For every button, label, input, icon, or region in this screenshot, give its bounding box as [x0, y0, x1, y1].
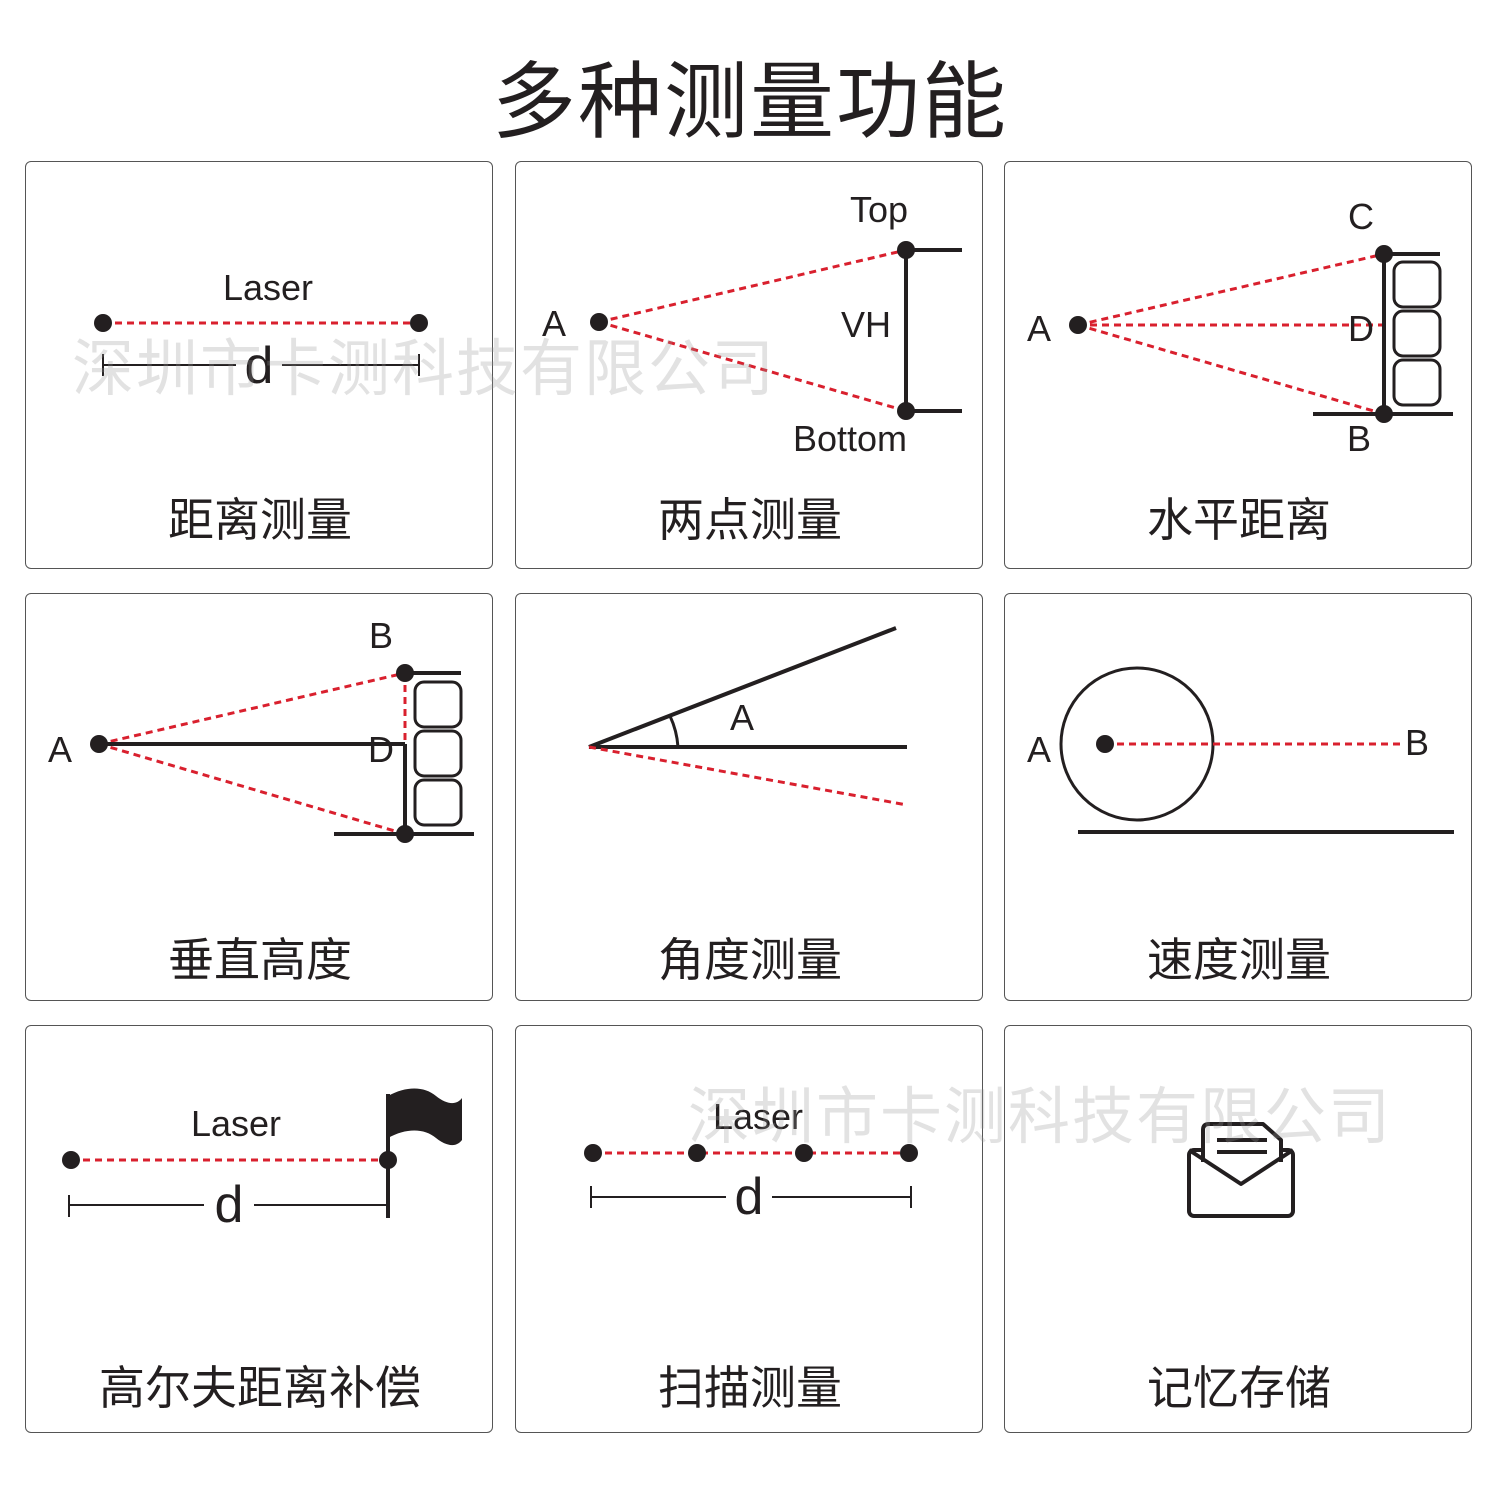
top-label: Top — [850, 189, 908, 230]
envelope-letter-icon — [1187, 1122, 1295, 1218]
golf-diagram: Laser d — [62, 1088, 462, 1234]
a-label: A — [1027, 308, 1051, 349]
laser-label: Laser — [713, 1096, 803, 1137]
card-vertical-height: B A D 垂直高度 — [25, 593, 493, 1001]
point-a — [1096, 735, 1114, 753]
card-label: 两点测量 — [658, 493, 842, 547]
memory-diagram — [1187, 1122, 1295, 1218]
point-start — [62, 1151, 80, 1169]
card-label: 距离测量 — [168, 493, 352, 547]
card-label: 高尔夫距离补偿 — [99, 1361, 421, 1415]
vertical-height-diagram: B A D — [48, 615, 474, 843]
point-3 — [795, 1144, 813, 1162]
d-label: D — [368, 729, 394, 770]
block-2 — [1392, 309, 1442, 358]
a-label: A — [542, 303, 566, 344]
a-label: A — [48, 729, 72, 770]
card-two-point-measurement: Top A VH Bottom 两点测量 — [515, 161, 983, 569]
distance-d-label: d — [245, 337, 274, 395]
point-end — [410, 314, 428, 332]
a-label: A — [1027, 729, 1051, 770]
angle-a-label: A — [730, 697, 754, 738]
point-flag — [379, 1151, 397, 1169]
card-golf-distance-compensation: Laser d 高尔夫距离补偿 — [25, 1025, 493, 1433]
page-title: 多种测量功能 — [491, 53, 1008, 151]
card-memory-storage: 记忆存储 — [1004, 1025, 1472, 1433]
point-a — [590, 313, 608, 331]
point-4 — [900, 1144, 918, 1162]
point-a — [1069, 316, 1087, 334]
two-point-diagram: Top A VH Bottom — [542, 189, 962, 459]
angle-arc — [668, 715, 680, 748]
flag-icon — [388, 1088, 462, 1146]
horizontal-distance-diagram: C A D B — [1027, 196, 1453, 459]
laser-label: Laser — [191, 1103, 281, 1144]
card-label: 角度测量 — [658, 933, 842, 987]
distance-diagram: Laser d — [94, 267, 428, 395]
block-1 — [1392, 260, 1442, 309]
card-label: 垂直高度 — [168, 933, 352, 987]
b-label: B — [1347, 418, 1371, 459]
point-top — [897, 241, 915, 259]
speed-diagram: A B — [1027, 666, 1454, 834]
card-label: 扫描测量 — [658, 1361, 842, 1415]
laser-label: Laser — [223, 267, 313, 308]
distance-d-label: d — [215, 1176, 244, 1234]
bottom-label: Bottom — [793, 418, 907, 459]
point-bottom — [897, 402, 915, 420]
b-label: B — [369, 615, 393, 656]
card-angle-measurement: A 角度测量 — [515, 593, 983, 1001]
card-distance-measurement: Laser d 距离测量 — [25, 161, 493, 569]
card-speed-measurement: A B 速度测量 — [1004, 593, 1472, 1001]
block-1 — [413, 680, 463, 729]
point-c — [1375, 245, 1393, 263]
point-2 — [688, 1144, 706, 1162]
block-3 — [1392, 358, 1442, 407]
point-1 — [584, 1144, 602, 1162]
vh-label: VH — [841, 304, 891, 345]
card-label: 水平距离 — [1147, 493, 1331, 547]
point-ground — [396, 825, 414, 843]
point-b — [396, 664, 414, 682]
block-3 — [413, 778, 463, 827]
card-label: 速度测量 — [1147, 933, 1331, 987]
scan-diagram: Laser d — [584, 1096, 918, 1226]
card-horizontal-distance: C A D B 水平距离 — [1004, 161, 1472, 569]
angle-diagram: A — [588, 626, 908, 807]
point-start — [94, 314, 112, 332]
d-label: D — [1348, 308, 1374, 349]
b-label: B — [1405, 722, 1429, 763]
c-label: C — [1348, 196, 1374, 237]
card-label: 记忆存储 — [1147, 1361, 1331, 1415]
block-2 — [413, 729, 463, 778]
card-scan-measurement: Laser d 扫描测量 — [515, 1025, 983, 1433]
point-b — [1375, 405, 1393, 423]
point-a — [90, 735, 108, 753]
distance-d-label: d — [735, 1168, 764, 1226]
